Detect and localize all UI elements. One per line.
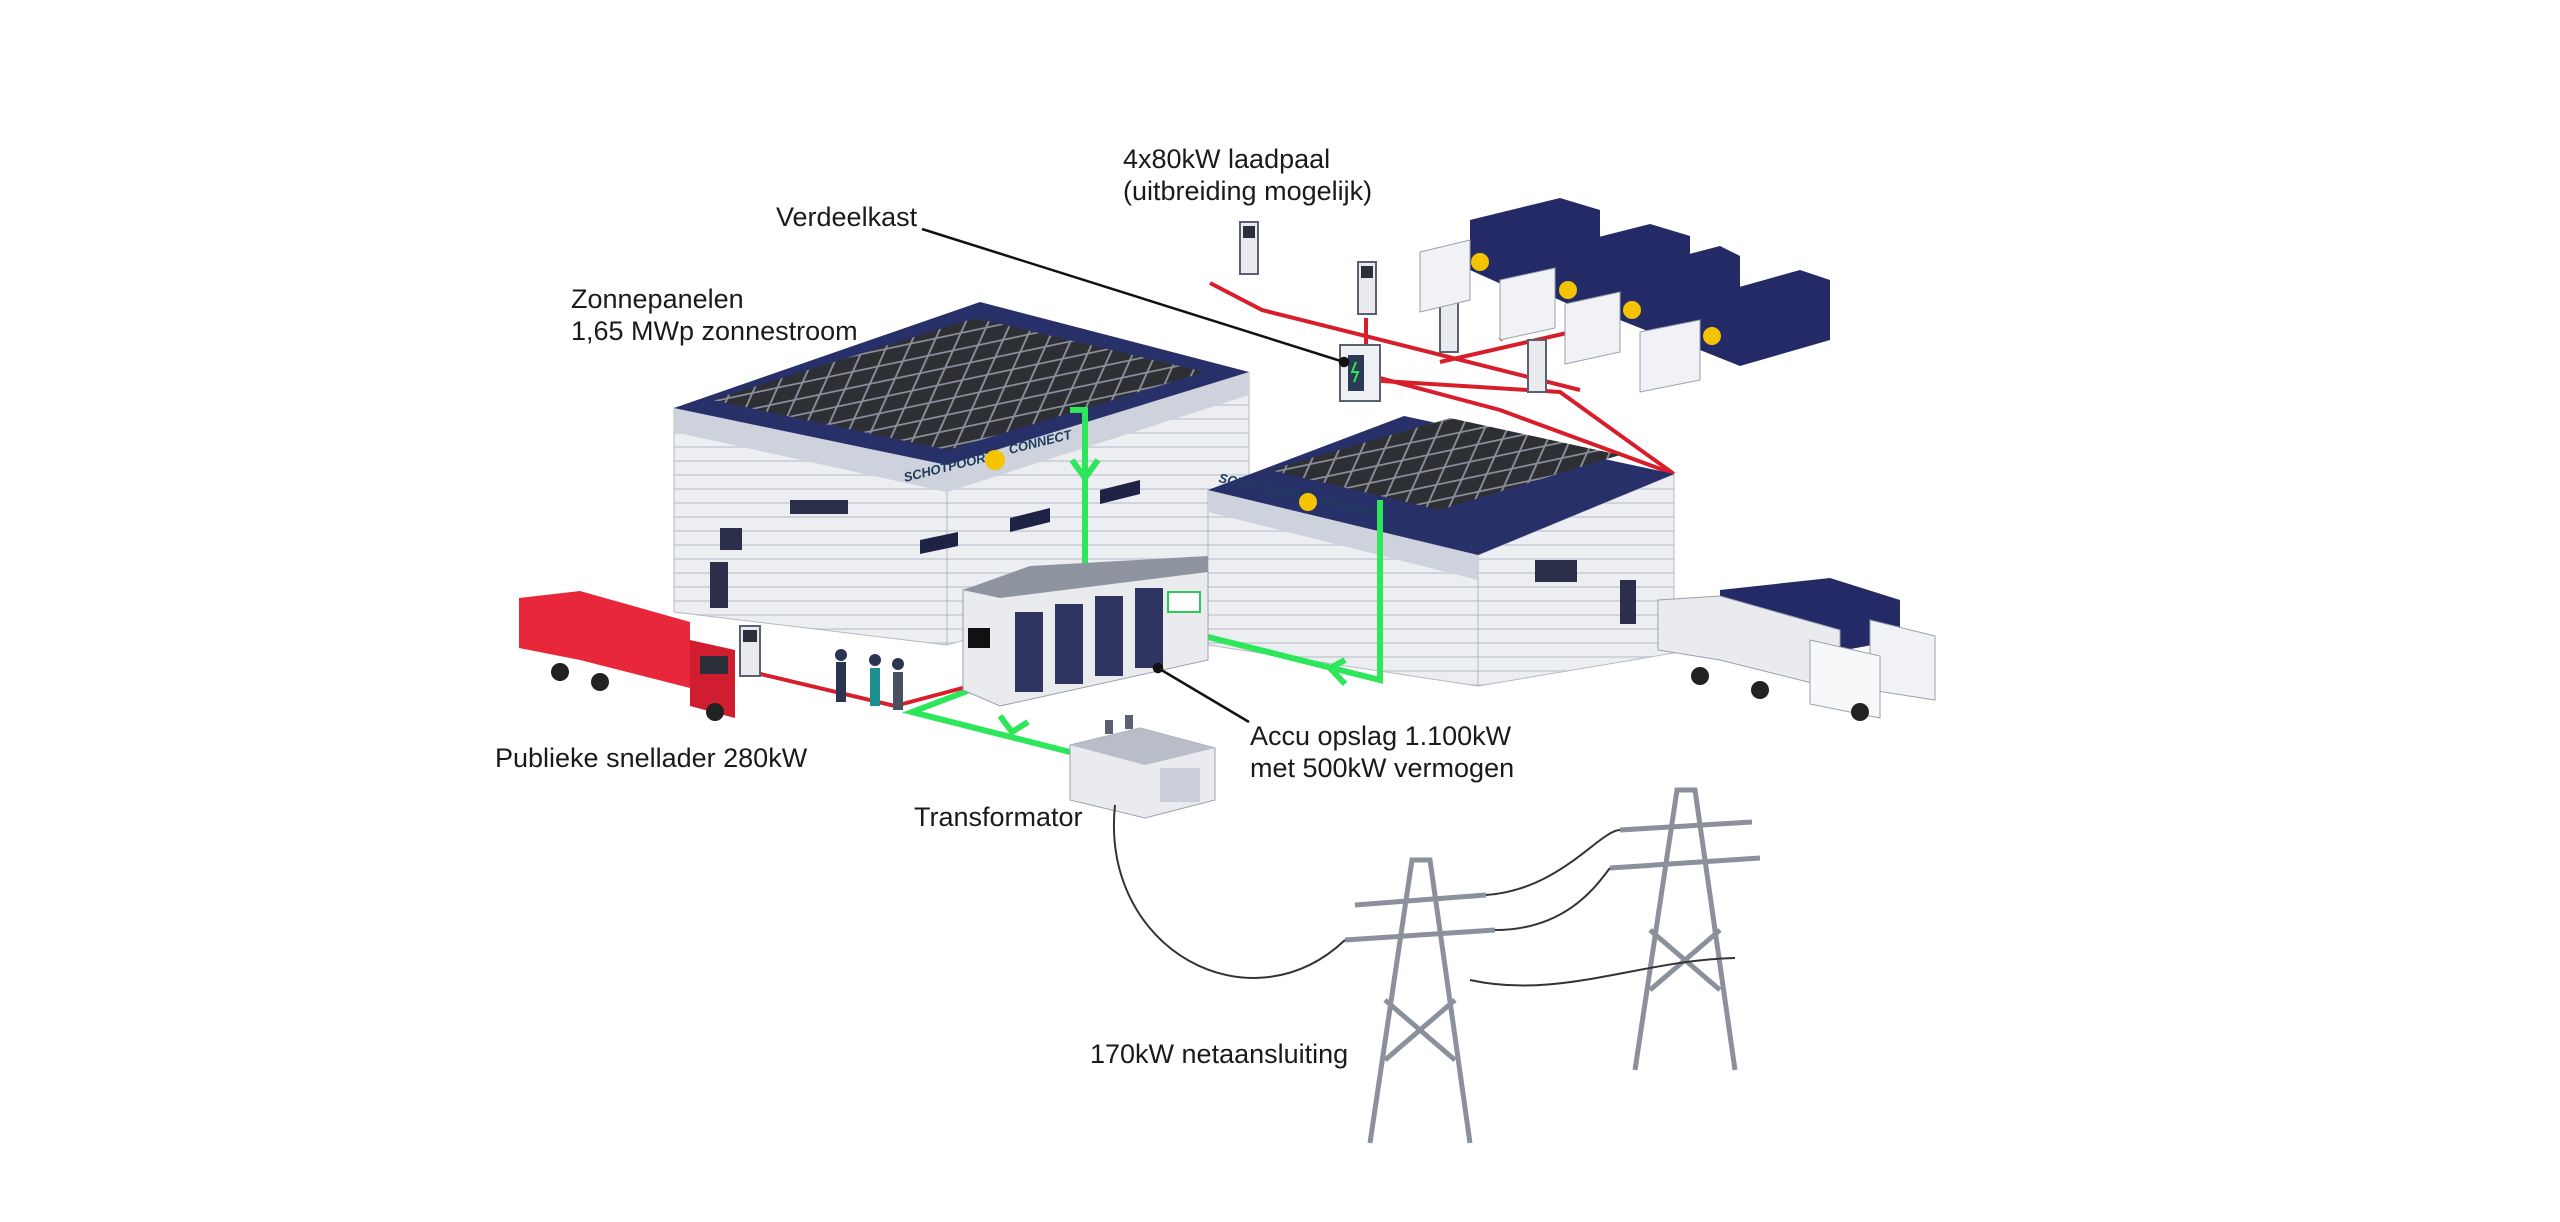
leader-lines (921, 227, 1350, 724)
label-battery: Accu opslag 1.100kW (1250, 721, 1512, 751)
label-distribution-box: Verdeelkast (776, 202, 918, 232)
tower-front (1344, 857, 1496, 1144)
label-solar: Zonnepanelen (571, 284, 744, 314)
label-public-charger: Publieke snellader 280kW (495, 743, 808, 773)
solar-power-flow (902, 407, 1383, 755)
tower-back (1609, 787, 1761, 1071)
transformer (1069, 715, 1216, 819)
distribution-box (1339, 344, 1381, 402)
solar-panels (1270, 418, 1620, 510)
warehouse-right: SCHOTPOORT CONNECT (1207, 416, 1675, 687)
red-truck (519, 591, 735, 721)
power-towers (1344, 787, 1761, 1144)
people (835, 649, 904, 710)
label-grid-connection: 170kW netaansluiting (1090, 1039, 1348, 1069)
public-fast-charger (739, 625, 761, 677)
charging-posts (1239, 221, 1547, 393)
parked-trucks (1657, 578, 1936, 721)
label-transformer: Transformator (914, 802, 1083, 832)
label-solar-capacity: 1,65 MWp zonnestroom (571, 316, 858, 346)
truck (1639, 270, 1830, 393)
label-chargers-note: (uitbreiding mogelijk) (1123, 176, 1372, 206)
power-cables (1112, 804, 1736, 987)
solar-panels (712, 318, 1205, 450)
electric-trucks-fleet (1419, 198, 1830, 393)
label-battery-power: met 500kW vermogen (1250, 753, 1514, 783)
label-chargers: 4x80kW laadpaal (1123, 144, 1330, 174)
battery-storage (962, 556, 1209, 707)
